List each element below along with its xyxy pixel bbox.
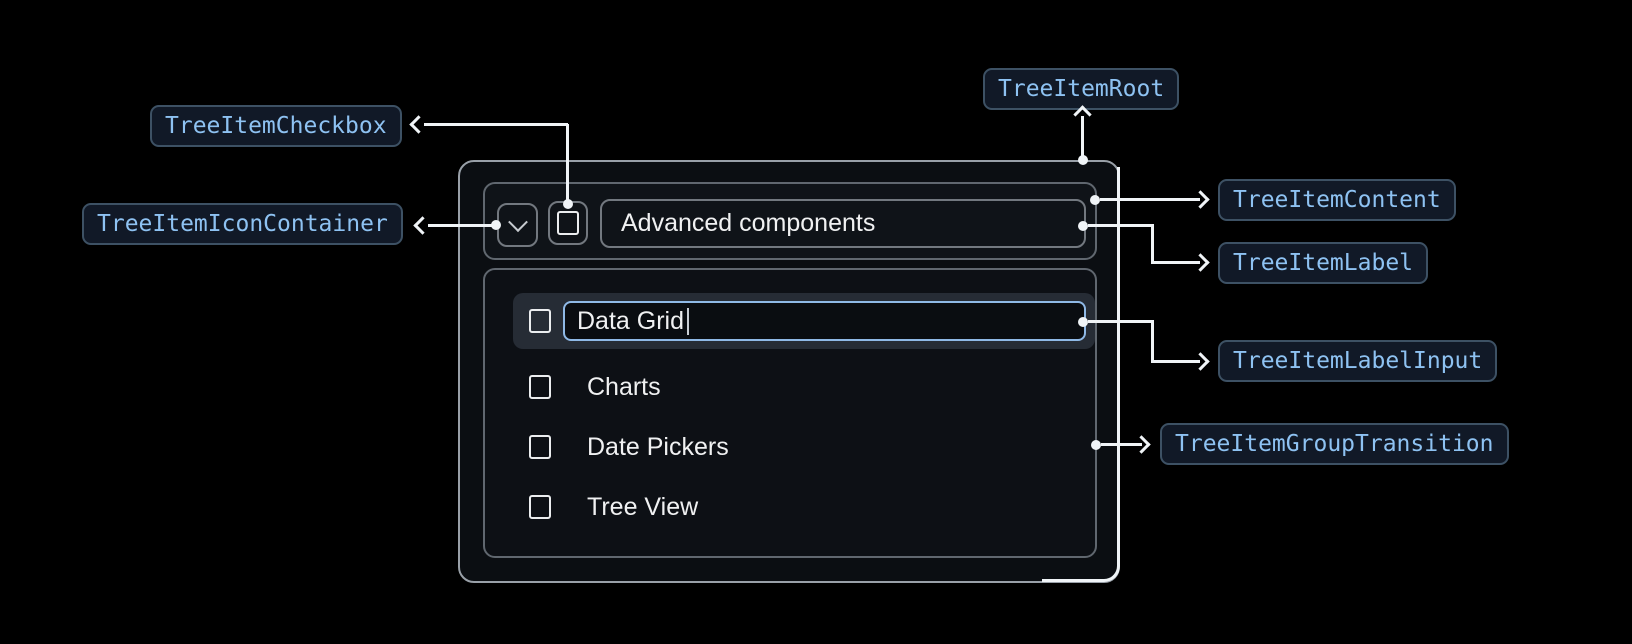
connector-dot [1078, 155, 1088, 165]
tree-item-row-charts[interactable]: Charts [513, 365, 1095, 409]
connector-line [1151, 224, 1154, 264]
annotation-tree-item-root: TreeItemRoot [983, 68, 1180, 110]
checkbox-unchecked-icon[interactable] [529, 309, 551, 333]
text-caret [686, 308, 689, 335]
connector-dot [1090, 195, 1100, 205]
annotation-tree-item-content: TreeItemContent [1218, 179, 1456, 221]
annotation-tree-item-icon-container: TreeItemIconContainer [82, 203, 403, 245]
connector-line [1151, 360, 1200, 363]
tree-item-label: Advanced components [600, 199, 1086, 248]
arrow-right-icon [1191, 352, 1210, 371]
tree-item-row-date-pickers[interactable]: Date Pickers [513, 425, 1095, 469]
connector-dot [563, 199, 573, 209]
connector-line [1100, 198, 1200, 201]
tree-item-label-input[interactable]: Data Grid [563, 301, 1086, 341]
connector-line [1151, 320, 1154, 363]
annotation-tree-item-label: TreeItemLabel [1218, 242, 1429, 284]
label-input-value: Data Grid [577, 307, 684, 335]
annotation-tree-item-group-transition: TreeItemGroupTransition [1160, 423, 1509, 465]
checkbox-unchecked-icon [557, 211, 579, 235]
connector-dot [491, 220, 501, 230]
connector-line [1151, 261, 1200, 264]
connector-dot [1091, 440, 1101, 450]
tree-item-content[interactable]: Advanced components [483, 182, 1097, 260]
connector-line [1088, 224, 1154, 227]
connector-line [566, 124, 569, 201]
connector-dot [1078, 221, 1088, 231]
chevron-down-icon [507, 212, 528, 233]
connector-line [424, 123, 568, 126]
tree-item-group-transition: Data Grid Charts Date Pickers Tree View [483, 268, 1097, 558]
annotation-tree-item-label-input: TreeItemLabelInput [1218, 340, 1498, 382]
connector-line [1101, 443, 1142, 446]
annotation-tree-item-checkbox: TreeItemCheckbox [150, 105, 402, 147]
arrow-right-icon [1191, 190, 1210, 209]
checkbox-unchecked-icon[interactable] [529, 495, 551, 519]
tree-item-row-data-grid[interactable]: Data Grid [513, 293, 1095, 349]
arrow-right-icon [1191, 253, 1210, 272]
tree-item-label: Charts [587, 372, 661, 401]
checkbox-unchecked-icon[interactable] [529, 435, 551, 459]
tree-item-row-tree-view[interactable]: Tree View [513, 485, 1095, 529]
connector-dot [1078, 317, 1088, 327]
connector-line [428, 224, 494, 227]
tree-item-label: Tree View [587, 492, 699, 521]
connector-line [1081, 116, 1084, 158]
connector-line [1088, 320, 1154, 323]
tree-item-label: Date Pickers [587, 432, 729, 461]
tree-item-icon-container[interactable] [497, 203, 538, 247]
arrow-right-icon [1132, 435, 1151, 454]
checkbox-unchecked-icon[interactable] [529, 375, 551, 399]
